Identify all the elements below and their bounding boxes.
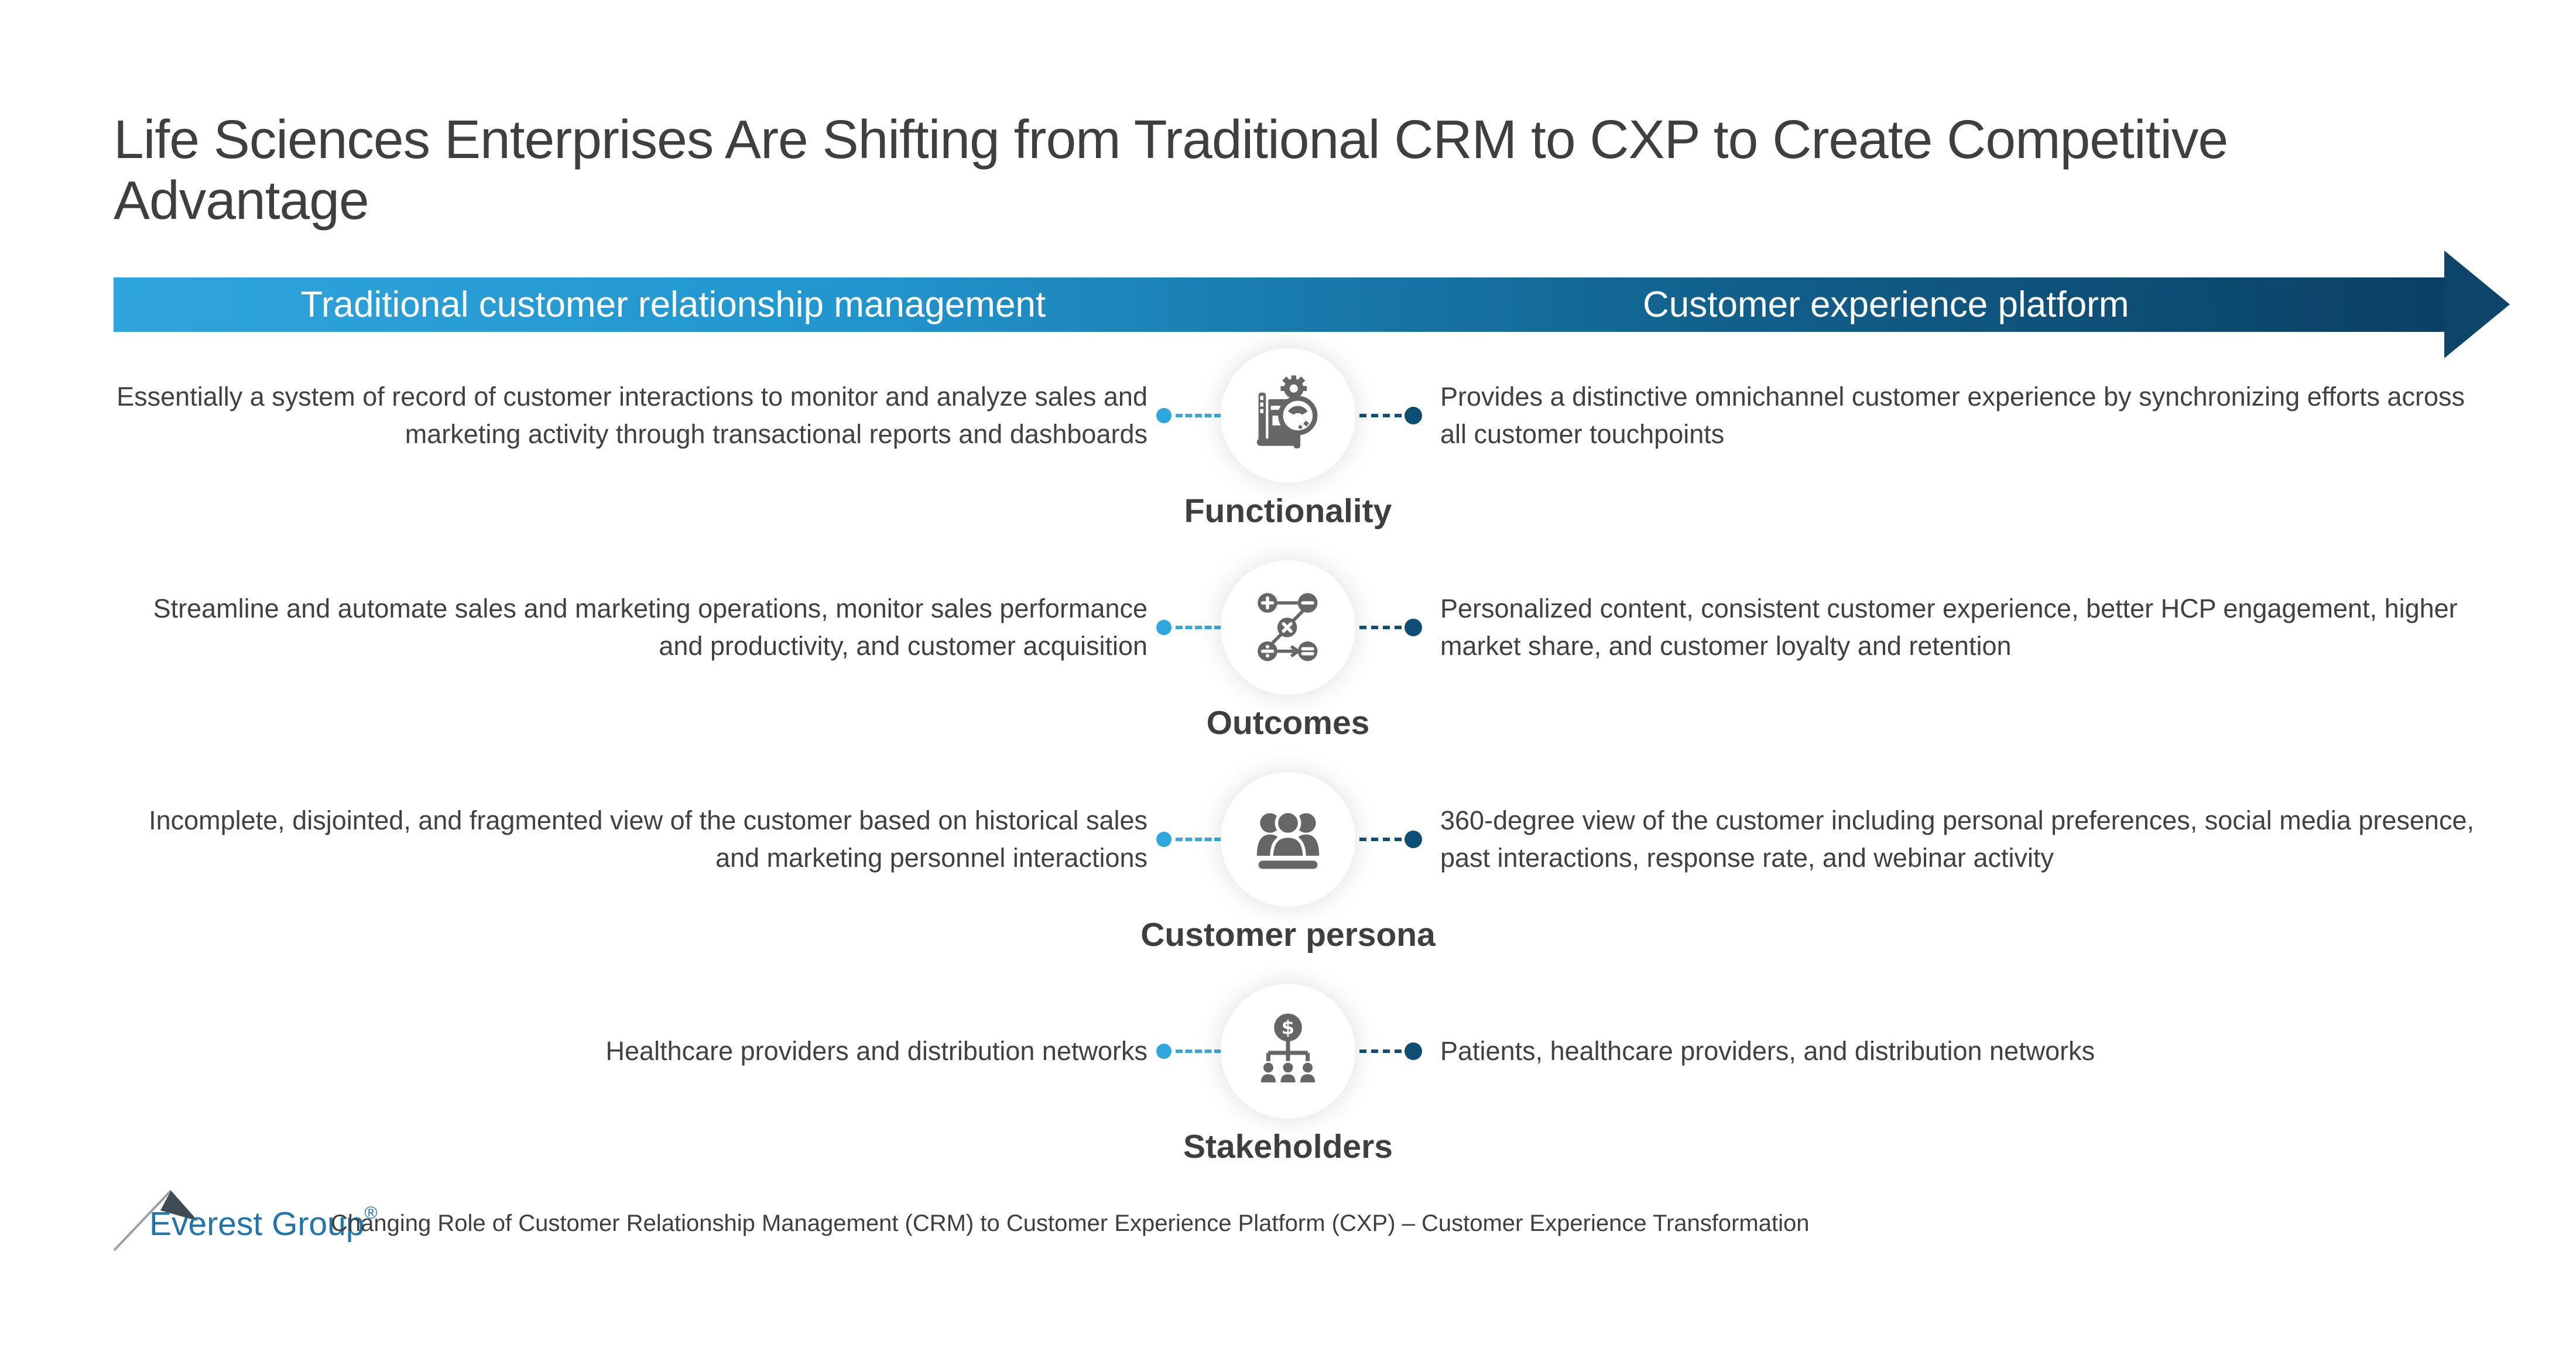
banner-right-half: Customer experience platform [1233, 277, 2446, 332]
banner-left-label: Traditional customer relationship manage… [300, 284, 1046, 325]
connector-dot-right [1405, 619, 1422, 636]
row-label-customer-persona: Customer persona [1140, 916, 1436, 953]
funding-hierarchy-icon: $ [1260, 1013, 1316, 1083]
connector-line-right [1359, 1049, 1402, 1053]
stakeholders-icon-circle: $ [1221, 984, 1355, 1119]
registered-mark: ® [364, 1203, 378, 1223]
cxp-customer-persona-text: 360-degree view of the customer includin… [1440, 805, 2474, 873]
banner-right-label: Customer experience platform [1643, 284, 2129, 325]
gradient-arrow-banner: Traditional customer relationship manage… [114, 277, 2445, 332]
connector-line-right [1359, 626, 1402, 629]
row-label-stakeholders: Stakeholders [1183, 1128, 1393, 1165]
connector-dot-left [1156, 408, 1171, 423]
connector-dot-right [1405, 831, 1422, 848]
connector-dot-right [1405, 407, 1422, 424]
page-title: Life Sciences Enterprises Are Shifting f… [114, 109, 2228, 231]
cxp-outcomes-text: Personalized content, consistent custome… [1440, 594, 2458, 661]
row-label-outcomes: Outcomes [1206, 704, 1370, 742]
cxp-functionality-text: Provides a distinctive omnichannel custo… [1440, 382, 2465, 449]
people-group-icon [1256, 810, 1320, 869]
arrow-head [2444, 251, 2510, 358]
connector-line-left [1176, 626, 1221, 629]
svg-text:$: $ [1282, 1017, 1294, 1039]
cxp-stakeholders-text: Patients, healthcare providers, and dist… [1440, 1036, 2095, 1066]
customer-persona-icon-circle [1221, 772, 1355, 907]
connector-line-left [1176, 838, 1221, 841]
crm-stakeholders-text: Healthcare providers and distribution ne… [605, 1036, 1147, 1066]
crm-outcomes-text: Streamline and automate sales and market… [153, 594, 1147, 661]
report-analysis-icon [1256, 375, 1318, 448]
banner-left-half: Traditional customer relationship manage… [114, 277, 1233, 332]
row-label-functionality: Functionality [1184, 492, 1392, 530]
connector-line-right [1359, 414, 1402, 417]
source-citation: Changing Role of Customer Relationship M… [331, 1210, 1810, 1236]
crm-customer-persona-text: Incomplete, disjointed, and fragmented v… [149, 805, 1147, 873]
functionality-icon-circle [1221, 348, 1355, 483]
everest-group-logo-text: Everest Group® [149, 1203, 378, 1243]
connector-dot-left [1156, 620, 1171, 635]
connector-dot-left [1156, 1044, 1171, 1059]
crm-functionality-text: Essentially a system of record of custom… [117, 382, 1147, 449]
logo-wordmark: Everest Group [149, 1205, 365, 1243]
connector-dot-left [1156, 832, 1171, 847]
math-operations-icon [1258, 593, 1318, 661]
everest-group-logo-mark [113, 1189, 198, 1251]
outcomes-icon-circle [1221, 560, 1355, 695]
connector-line-left [1176, 1049, 1221, 1053]
connector-line-left [1176, 414, 1221, 417]
connector-dot-right [1405, 1042, 1422, 1060]
connector-line-right [1359, 838, 1402, 841]
